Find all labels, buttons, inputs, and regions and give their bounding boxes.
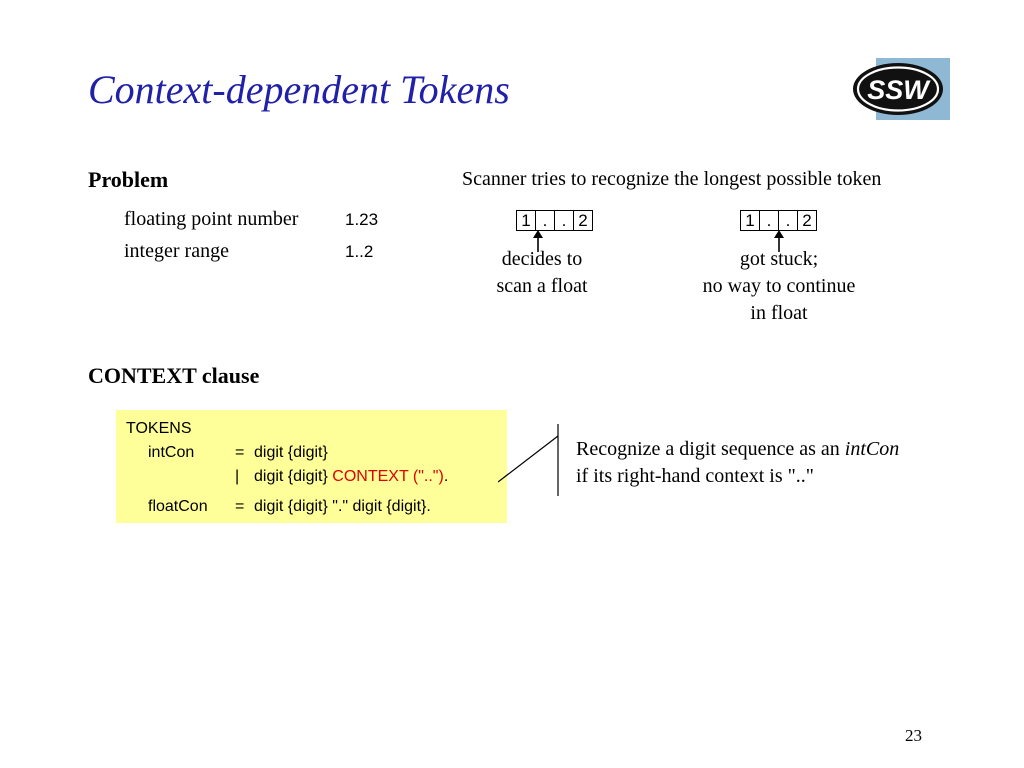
example-1-caption: decides to scan a float bbox=[496, 248, 588, 297]
code-equals: = bbox=[235, 444, 245, 461]
intcon-term: intCon bbox=[844, 438, 900, 460]
page-number: 23 bbox=[905, 726, 922, 745]
problem-value-float: 1.23 bbox=[345, 210, 379, 229]
code-floatcon-name: floatCon bbox=[148, 498, 208, 515]
code-intcon-alt2: digit {digit} CONTEXT (".."). bbox=[254, 468, 449, 485]
problem-label-float: floating point number bbox=[124, 208, 299, 230]
ssw-logo: SSW bbox=[853, 58, 950, 120]
arrow-up-icon bbox=[774, 230, 784, 252]
token-cell: . bbox=[759, 210, 779, 231]
token-cells-2: 1 . . 2 bbox=[740, 210, 817, 231]
code-keyword: TOKENS bbox=[126, 420, 192, 437]
code-intcon-alt1: digit {digit} bbox=[254, 444, 328, 461]
scanner-caption: Scanner tries to recognize the longest p… bbox=[462, 168, 882, 190]
code-bar: | bbox=[235, 468, 240, 485]
token-cell: 2 bbox=[797, 210, 817, 231]
context-note: Recognize a digit sequence as an intCon … bbox=[576, 438, 900, 487]
token-cell: . bbox=[535, 210, 555, 231]
code-equals: = bbox=[235, 498, 245, 515]
logo-text: SSW bbox=[867, 75, 931, 105]
page-title: Context-dependent Tokens bbox=[88, 67, 510, 112]
problem-value-range: 1..2 bbox=[345, 242, 374, 261]
example-2-caption: got stuck; no way to continue in float bbox=[702, 248, 856, 324]
token-cell: . bbox=[778, 210, 798, 231]
token-cell: . bbox=[554, 210, 574, 231]
bracket-connector bbox=[498, 424, 559, 496]
token-cells-1: 1 . . 2 bbox=[516, 210, 593, 231]
code-floatcon-def: digit {digit} "." digit {digit}. bbox=[254, 498, 431, 515]
problem-heading: Problem bbox=[88, 167, 169, 192]
context-heading: CONTEXT clause bbox=[88, 363, 260, 388]
arrow-up-icon bbox=[533, 230, 543, 252]
code-box: TOKENS intCon = digit {digit} | digit {d… bbox=[116, 410, 507, 523]
problem-label-range: integer range bbox=[124, 240, 229, 262]
token-cell: 1 bbox=[516, 210, 536, 231]
context-keyword: CONTEXT ("..") bbox=[332, 468, 444, 485]
code-intcon-name: intCon bbox=[148, 444, 195, 461]
token-cell: 1 bbox=[740, 210, 760, 231]
token-cell: 2 bbox=[573, 210, 593, 231]
